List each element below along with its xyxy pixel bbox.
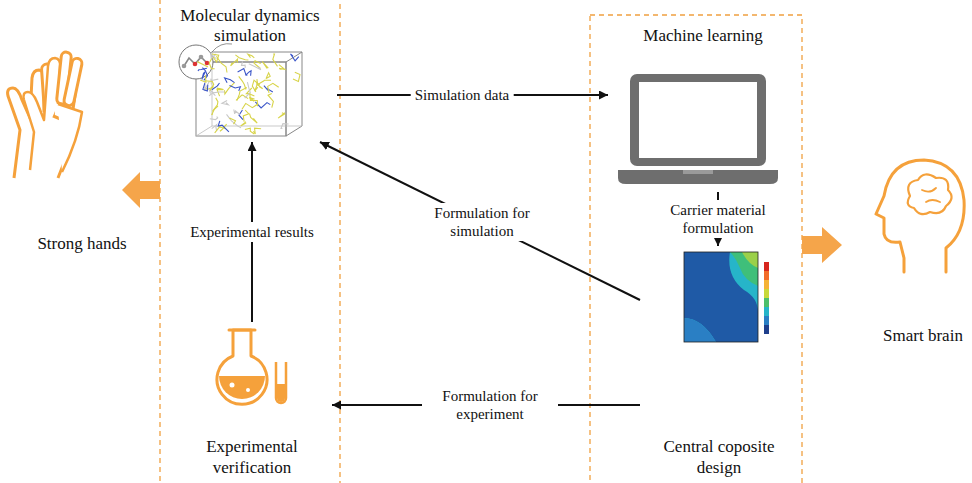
molecule-stroke <box>262 62 268 69</box>
molecule-stroke <box>234 110 240 115</box>
molecule-stroke <box>198 68 207 71</box>
edge-label: Experimental results <box>186 222 318 242</box>
head-icon <box>876 160 964 272</box>
molecule-stroke <box>212 125 217 131</box>
molecule-stroke <box>273 54 278 66</box>
flow-arrow <box>320 142 640 300</box>
molecule-stroke <box>210 117 218 120</box>
node-label: Machine learning <box>643 26 762 46</box>
icon-label: Smart brain <box>876 150 970 350</box>
molecule-stroke <box>239 76 246 89</box>
molecule-stroke <box>242 62 246 68</box>
molecule-stroke <box>268 83 279 93</box>
laptop-icon <box>618 74 778 184</box>
molecule-stroke <box>213 92 225 96</box>
molecule-stroke <box>227 114 242 128</box>
node-label: Experimental verification <box>176 437 328 478</box>
edge-label: Carrier material formulation <box>658 200 778 238</box>
molecule-stroke <box>242 103 258 109</box>
molecule-stroke <box>266 73 270 79</box>
node-label: Strong hands <box>37 234 126 254</box>
learning-block: Machine learning <box>608 22 798 192</box>
molecule-stroke <box>248 54 254 58</box>
molecule-stroke <box>198 61 208 67</box>
molecule-stroke <box>278 113 285 118</box>
molecule-stroke <box>218 121 229 132</box>
molecule-stroke <box>202 72 205 80</box>
hands-icon <box>8 52 83 178</box>
block-arrow <box>122 172 160 208</box>
molecule-stroke <box>250 93 258 106</box>
block-arrow <box>802 227 842 263</box>
molecule-stroke <box>252 80 259 92</box>
molecule-stroke <box>225 83 235 94</box>
dashed-panel <box>590 15 802 483</box>
molecule-stroke <box>279 65 285 70</box>
molecule-stroke <box>253 128 261 134</box>
molecule-stroke <box>230 118 235 124</box>
molecule-stroke <box>249 64 261 70</box>
molecule-stroke <box>203 83 208 91</box>
contour-plot <box>684 252 769 342</box>
molecule-stroke <box>225 78 235 83</box>
molecule-stroke <box>268 93 273 107</box>
molecule-stroke <box>230 85 241 91</box>
molecule-stroke <box>209 59 214 69</box>
molecule-stroke <box>231 59 238 66</box>
molecule-stroke <box>291 54 299 61</box>
color-bar <box>764 262 769 334</box>
molecule-stroke <box>293 72 300 81</box>
molecule-stroke <box>246 71 252 76</box>
node-label: Smart brain <box>883 326 963 346</box>
dashed-panel <box>160 0 340 483</box>
experiment-block: Experimental verification <box>172 322 332 482</box>
node-label: Central coposite design <box>644 437 794 478</box>
molecule-stroke <box>200 76 206 83</box>
molecular-box <box>179 44 302 136</box>
molecule-stroke <box>205 81 213 91</box>
molecule-stroke <box>222 101 229 105</box>
molecule-stroke <box>257 80 271 85</box>
molecule-stroke <box>281 124 289 129</box>
molecule-stroke <box>243 110 248 122</box>
molecule-stroke <box>212 54 219 62</box>
design-block: Central coposite design <box>640 246 798 482</box>
molecule-stroke <box>250 114 258 123</box>
molecule-stroke <box>213 98 218 112</box>
edge-label: Simulation data <box>411 85 514 105</box>
molecule-stroke <box>241 122 247 126</box>
edge-label: Formulation for experiment <box>422 386 558 424</box>
icon-label: Strong hands <box>8 52 156 258</box>
molecule-stroke <box>245 128 254 134</box>
flask-icon <box>217 330 286 404</box>
node-label: Molecular dynamics simulation <box>167 6 333 47</box>
edge-label: Formulation for simulation <box>414 203 550 241</box>
simulation-block: Molecular dynamics simulation <box>163 2 337 142</box>
